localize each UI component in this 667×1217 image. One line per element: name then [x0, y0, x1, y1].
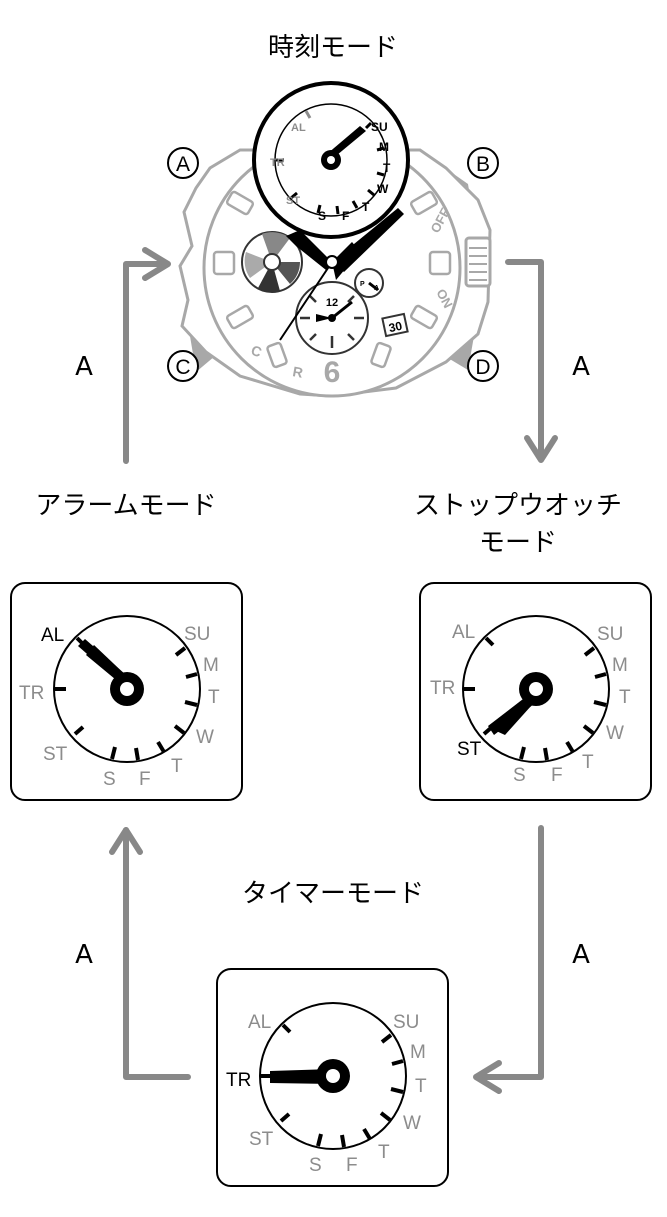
arrow-label-left-bottom: A — [75, 940, 93, 970]
timer-day-t2: T — [378, 1142, 390, 1163]
alarm-day-tr: TR — [19, 683, 44, 704]
alarm-day-f: F — [139, 769, 151, 790]
alarm-day-t2: T — [171, 756, 183, 777]
arrow-head-up — [109, 827, 143, 855]
day-subdial-time: AL SU M T W T F S ST TR — [252, 81, 410, 239]
time-day-su: SU — [371, 120, 388, 134]
timer-day-tr: TR — [226, 1070, 251, 1091]
timer-day-al: AL — [248, 1012, 271, 1033]
button-letters: A B C D — [167, 147, 499, 382]
stopwatch-day-w: W — [606, 723, 624, 744]
button-d-label: D — [475, 356, 490, 379]
stopwatch-day-f: F — [551, 765, 563, 786]
arrow-timer-to-alarm — [123, 827, 191, 1080]
alarm-dial: AL SU M T W T F S ST TR — [10, 582, 243, 801]
hour-subdial: 12 — [295, 281, 369, 355]
stopwatch-day-t2: T — [582, 752, 594, 773]
stopwatch-mode-label-2: モード — [479, 528, 557, 558]
alarm-day-al: AL — [41, 625, 64, 646]
alarm-day-st: ST — [43, 744, 68, 765]
timer-dial: AL SU M T W T F S ST TR — [216, 968, 449, 1187]
main-hands — [279, 208, 404, 341]
alarm-day-t1: T — [208, 687, 220, 708]
stopwatch-mode-label-1: ストップウオッチ — [414, 491, 622, 521]
timer-mode-label: タイマーモード — [242, 879, 424, 909]
time-day-t2: T — [362, 200, 370, 214]
crown[interactable] — [464, 236, 492, 288]
timer-day-t1: T — [415, 1076, 427, 1097]
alarm-day-s: S — [103, 769, 116, 790]
arrow-label-left-top: A — [75, 352, 93, 382]
power-subdial — [241, 231, 303, 293]
stopwatch-day-su: SU — [597, 624, 623, 645]
time-day-f: F — [342, 209, 349, 223]
timer-day-su: SU — [393, 1012, 419, 1033]
timer-day-s: S — [309, 1155, 322, 1176]
timer-day-m: M — [410, 1042, 426, 1063]
arrow-label-right-top: A — [572, 352, 590, 382]
button-a-label: A — [176, 153, 190, 176]
time-day-w: W — [377, 182, 389, 196]
six-numeral: 6 — [324, 356, 341, 389]
pm-am-subdial: P A — [354, 268, 384, 298]
stopwatch-day-t1: T — [619, 687, 631, 708]
date-value: 30 — [387, 319, 403, 336]
time-day-t1: T — [383, 161, 391, 175]
arrow-alarm-to-time — [123, 261, 169, 464]
time-day-s: S — [318, 209, 326, 223]
date-window: 30 — [381, 312, 409, 338]
watch: OFF ON C R 6 P A 12 — [178, 81, 492, 398]
arrow-label-right-bottom: A — [572, 940, 590, 970]
time-day-m: M — [379, 140, 389, 154]
timer-day-w: W — [403, 1113, 421, 1134]
stopwatch-day-al: AL — [452, 622, 475, 643]
twelve-label: 12 — [326, 297, 338, 309]
hour-markers — [212, 190, 452, 369]
button-b-label: B — [476, 153, 490, 176]
time-day-al: AL — [291, 122, 306, 134]
p-indicator: P — [360, 281, 365, 288]
time-day-tr: TR — [270, 157, 285, 169]
button-c-label: C — [175, 356, 190, 379]
arrow-head-down — [524, 435, 558, 463]
alarm-day-su: SU — [184, 624, 210, 645]
flow-arrows — [109, 247, 558, 1094]
r-label: R — [291, 363, 304, 381]
time-day-st: ST — [286, 195, 300, 207]
arrow-time-to-stopwatch — [505, 259, 544, 461]
time-mode-label: 時刻モード — [268, 33, 398, 63]
alarm-mode-label: アラームモード — [35, 491, 216, 521]
stopwatch-day-tr: TR — [430, 678, 455, 699]
stopwatch-dial: AL SU M T W T F S ST TR — [419, 582, 652, 801]
stopwatch-day-st: ST — [457, 739, 482, 760]
stopwatch-day-s: S — [513, 765, 526, 786]
timer-day-st: ST — [249, 1129, 274, 1150]
stopwatch-day-m: M — [612, 655, 628, 676]
alarm-day-m: M — [203, 655, 219, 676]
timer-day-f: F — [346, 1155, 358, 1176]
arrow-stopwatch-to-timer — [475, 825, 544, 1080]
arrow-head-right — [142, 247, 171, 281]
arrow-head-left — [473, 1060, 502, 1094]
alarm-day-w: W — [196, 727, 214, 748]
